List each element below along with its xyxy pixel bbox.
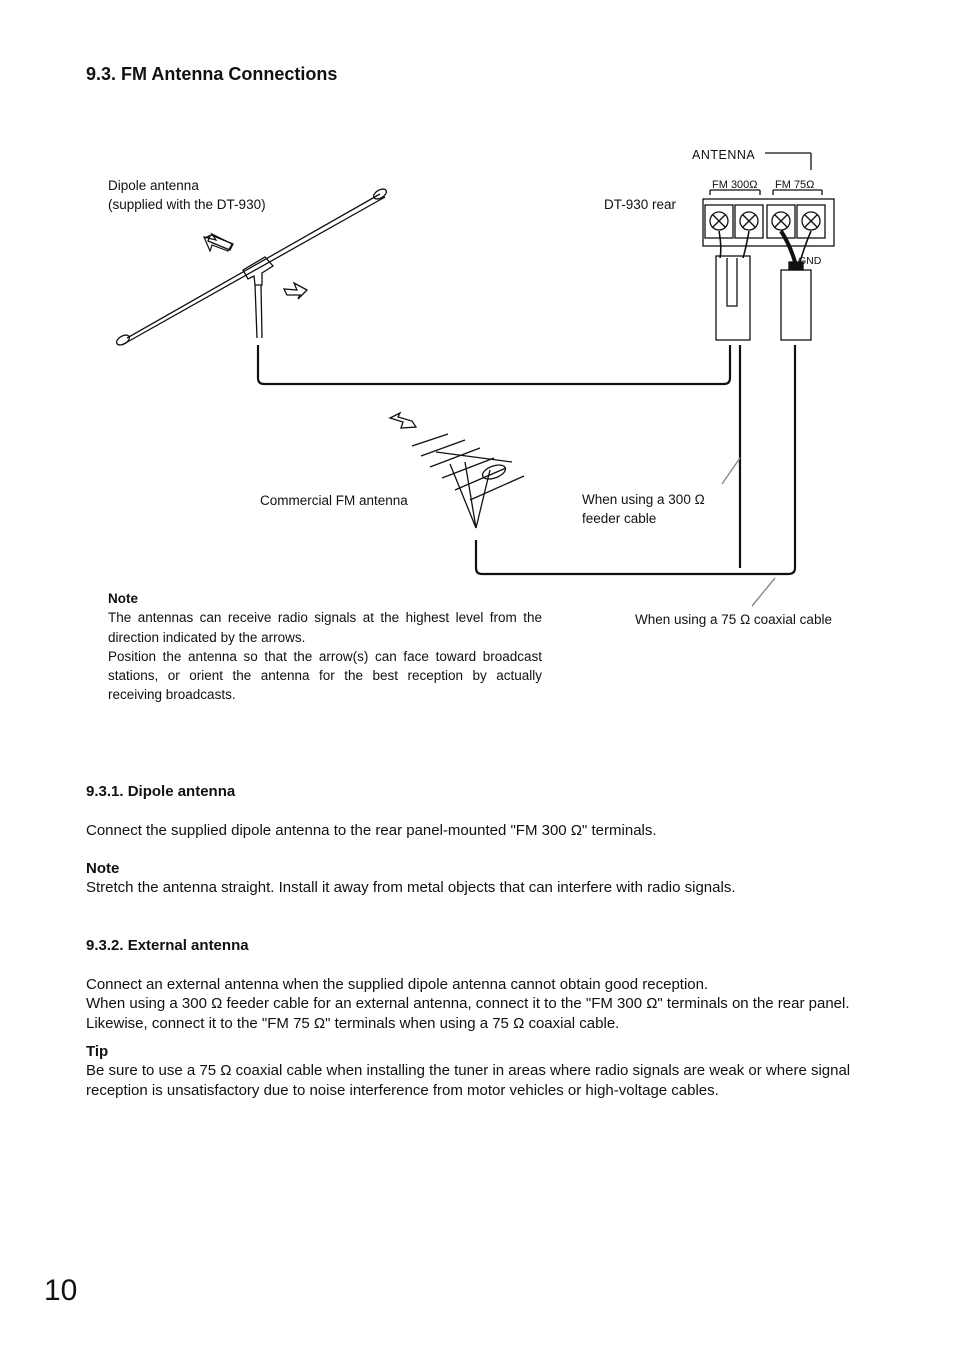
external-tip: Tip Be sure to use a 75 Ω coaxial cable … <box>86 1042 876 1100</box>
dipole-section-body: Connect the supplied dipole antenna to t… <box>86 821 876 840</box>
feeder-label-line1: When using a 300 Ω <box>582 492 705 507</box>
fm75-label: FM 75Ω <box>775 179 814 191</box>
diagram-note: Note The antennas can receive radio sign… <box>108 589 542 705</box>
commercial-fm-antenna <box>411 433 525 529</box>
section-heading: 9.3. FM Antenna Connections <box>86 64 338 84</box>
coax-label: When using a 75 Ω coaxial cable <box>635 612 832 627</box>
dipole-note-body: Stretch the antenna straight. Install it… <box>86 879 736 897</box>
arrow-icon <box>388 411 418 429</box>
external-section-heading: 9.3.2. External antenna <box>86 937 249 954</box>
antenna-connection-diagram: ANTENNA FM 300Ω FM 75Ω GND <box>115 148 835 607</box>
page-number: 10 <box>44 1274 78 1307</box>
dipole-section-heading: 9.3.1. Dipole antenna <box>86 783 236 800</box>
tip-body: Be sure to use a 75 Ω coaxial cable when… <box>86 1062 851 1099</box>
external-body2: When using a 300 Ω feeder cable for an e… <box>86 995 850 1032</box>
feeder-label-line2: feeder cable <box>582 511 657 526</box>
external-body1: Connect an external antenna when the sup… <box>86 976 709 993</box>
dipole-antenna <box>115 188 388 346</box>
antenna-label: ANTENNA <box>692 148 755 162</box>
fm300-label: FM 300Ω <box>712 179 758 191</box>
dipole-note: Note Stretch the antenna straight. Insta… <box>86 859 876 898</box>
feeder-label: When using a 300 Ω feeder cable <box>582 490 705 528</box>
rear-label: DT-930 rear <box>604 197 677 212</box>
dipole-label-line1: Dipole antenna <box>108 178 199 193</box>
dipole-body: Connect the supplied dipole antenna to t… <box>86 822 657 839</box>
arrow-icon <box>282 281 309 300</box>
diagram-note-line1: The antennas can receive radio signals a… <box>108 610 542 645</box>
arrow-icon <box>202 232 233 253</box>
commercial-antenna-label: Commercial FM antenna <box>260 493 408 508</box>
tip-title: Tip <box>86 1043 109 1060</box>
arrow-icon <box>204 234 234 251</box>
diagram-note-line2: Position the antenna so that the arrow(s… <box>108 648 542 703</box>
dipole-note-title: Note <box>86 860 120 877</box>
dipole-label-line2: (supplied with the DT-930) <box>108 197 266 212</box>
diagram-note-title: Note <box>108 591 138 606</box>
external-section-body: Connect an external antenna when the sup… <box>86 975 876 1033</box>
gnd-label: GND <box>798 255 822 267</box>
rear-terminal-block <box>702 152 835 341</box>
dipole-label: Dipole antenna (supplied with the DT-930… <box>108 176 266 214</box>
